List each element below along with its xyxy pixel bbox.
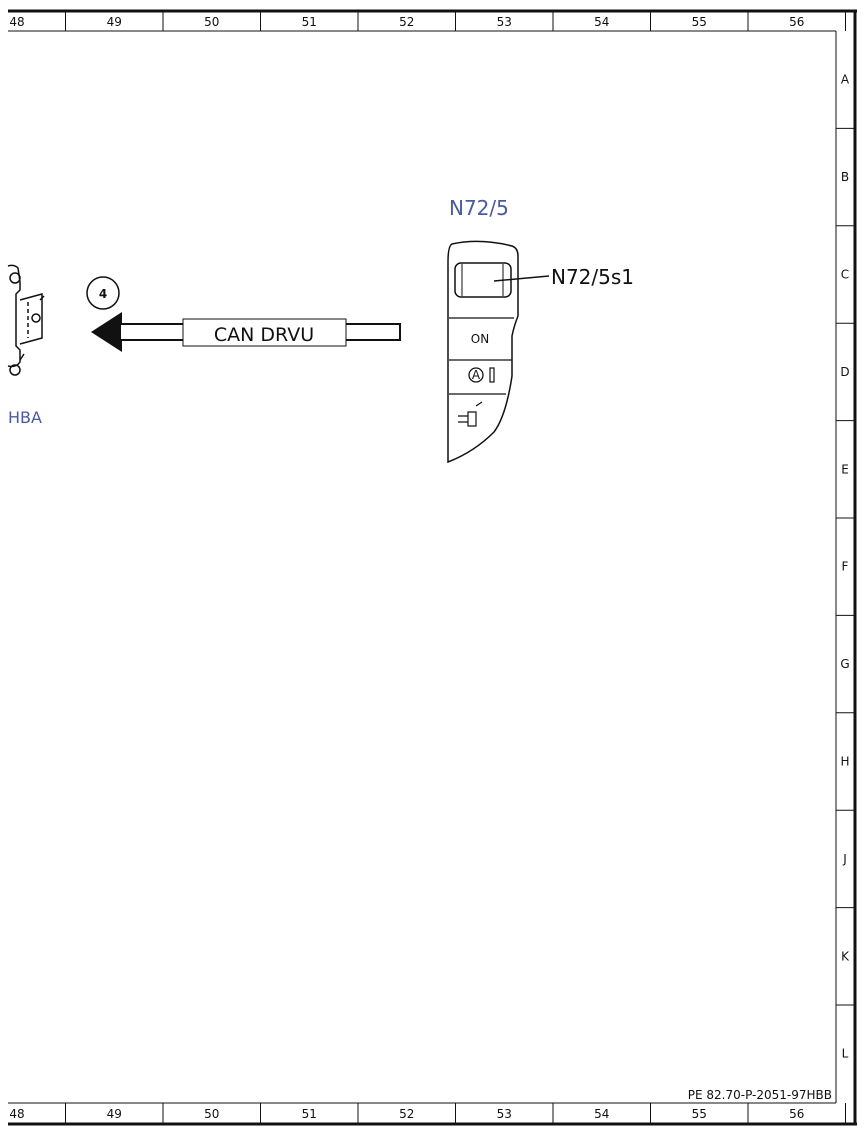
column-label: 48 [9, 1107, 24, 1121]
column-label: 53 [497, 1107, 512, 1121]
column-label: 50 [204, 1107, 219, 1121]
row-label: F [842, 560, 849, 574]
column-label: 55 [692, 1107, 707, 1121]
column-label: 49 [107, 1107, 122, 1121]
column-label: 49 [107, 15, 122, 29]
on-button-label: ON [471, 332, 489, 346]
row-label: L [842, 1047, 849, 1061]
row-label: G [840, 657, 849, 671]
row-label: B [841, 170, 849, 184]
left-component-label: HBA [8, 408, 42, 427]
left-component-drawing [7, 264, 45, 376]
connection-number: 4 [99, 287, 107, 301]
switch-panel [447, 240, 519, 464]
row-label: A [841, 73, 850, 87]
column-label: 50 [204, 15, 219, 29]
can-bus-label: CAN DRVU [214, 324, 314, 346]
document-id: PE 82.70-P-2051-97HBB [688, 1088, 832, 1102]
column-label: 54 [594, 15, 609, 29]
switch-leader-line [493, 275, 550, 282]
column-label: 52 [399, 15, 414, 29]
row-label: C [841, 268, 849, 282]
component-label: N72/5 [449, 196, 509, 220]
column-label: 51 [302, 1107, 317, 1121]
column-label: 56 [789, 15, 804, 29]
drawing-frame [8, 9, 857, 1126]
column-label: 55 [692, 15, 707, 29]
switch-label: N72/5s1 [551, 265, 634, 289]
column-ticks [65, 11, 846, 1124]
column-label: 56 [789, 1107, 804, 1121]
row-label: D [840, 365, 849, 379]
column-label: 52 [399, 1107, 414, 1121]
column-label: 54 [594, 1107, 609, 1121]
resume-button-letter: A [472, 368, 481, 382]
row-label: E [841, 462, 849, 476]
column-label: 48 [9, 15, 24, 29]
can-bus-arrow: CAN DRVU [91, 312, 401, 352]
row-labels: A B C D E F G H J K L [840, 73, 850, 1061]
column-label: 51 [302, 15, 317, 29]
connection-number-badge: 4 [86, 276, 120, 310]
row-label: K [841, 949, 850, 963]
column-labels-bottom: 48 49 50 51 52 53 54 55 56 [9, 1107, 804, 1121]
row-label: H [840, 755, 849, 769]
row-label: J [842, 852, 847, 866]
row-ticks [836, 127, 855, 1006]
column-label: 53 [497, 15, 512, 29]
column-labels-top: 48 49 50 51 52 53 54 55 56 [9, 15, 804, 29]
